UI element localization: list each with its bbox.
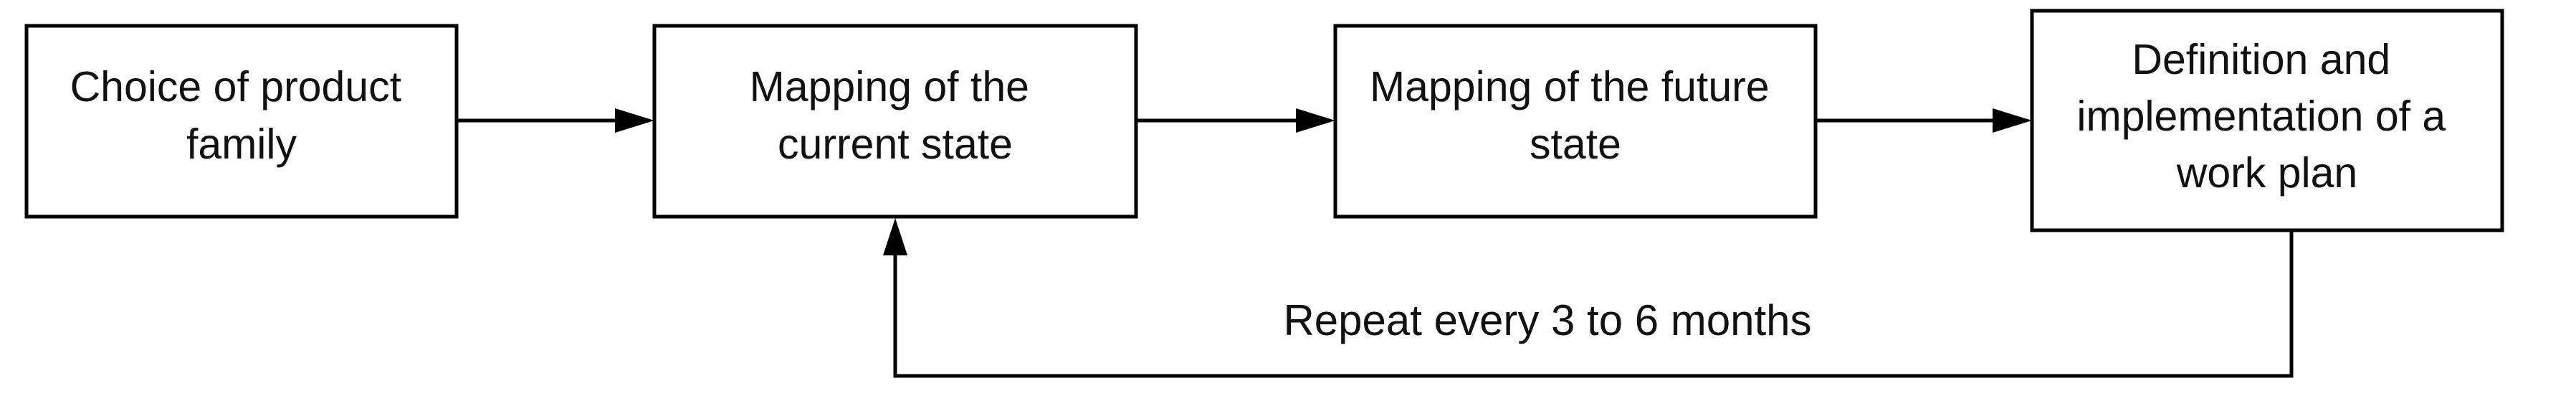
step-box <box>2030 9 2504 232</box>
step-label-line: Mapping of the future <box>1370 63 1770 110</box>
loop-label: Repeat every 3 to 6 months <box>1283 296 1811 344</box>
step-label-line: Mapping of the <box>750 63 1029 110</box>
step-mapping-future-state: Mapping of the future state <box>1333 24 1818 219</box>
step-box <box>1333 24 1818 219</box>
arrow-step3-to-step4 <box>1816 108 2032 133</box>
arrow-step1-to-step2 <box>457 108 654 133</box>
step-label-line: current state <box>778 121 1013 168</box>
step-box <box>24 24 459 219</box>
step-label-line: implementation of a <box>2076 93 2446 140</box>
step-label: Definition and implementation of a work … <box>2076 36 2457 197</box>
step-choice-of-product-family: Choice of product family <box>24 24 459 219</box>
step-definition-implementation-work-plan: Definition and implementation of a work … <box>2030 9 2504 232</box>
step-label-line: family <box>186 121 297 168</box>
step-label-line: Definition and <box>2132 36 2390 83</box>
arrowhead-icon <box>615 108 654 133</box>
step-label-line: Choice of product <box>70 63 401 110</box>
arrowhead-icon <box>1993 108 2032 133</box>
step-label: Mapping of the current state <box>750 63 1041 168</box>
step-mapping-current-state: Mapping of the current state <box>652 24 1138 219</box>
feedback-loop-arrow <box>883 218 2294 378</box>
arrow-step2-to-step3 <box>1136 108 1335 133</box>
step-label-line: state <box>1530 121 1621 168</box>
step-label: Choice of product family <box>70 63 414 168</box>
step-label: Mapping of the future state <box>1370 63 1781 168</box>
arrowhead-icon <box>883 218 907 255</box>
arrowhead-icon <box>1296 108 1335 133</box>
step-label-line: work plan <box>2176 149 2358 197</box>
